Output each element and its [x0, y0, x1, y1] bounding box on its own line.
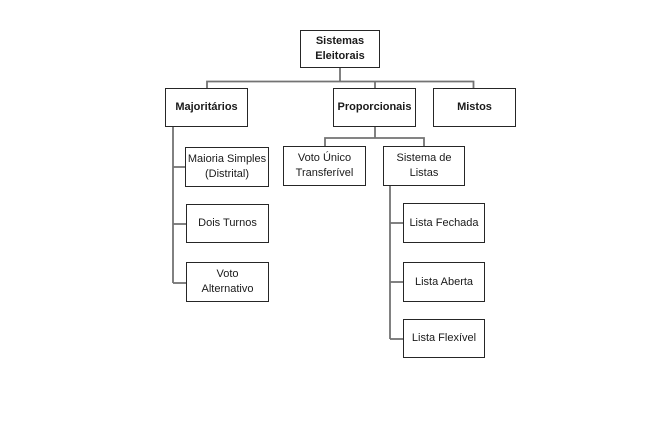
- node-voto-unico-transferivel: Voto Único Transferível: [283, 146, 366, 186]
- node-voto-alternativo: Voto Alternativo: [186, 262, 269, 302]
- connector-proporcionais-rail: [324, 137, 425, 146]
- node-dois-turnos: Dois Turnos: [186, 204, 269, 243]
- node-maioria-simples: Maioria Simples (Distrital): [185, 147, 269, 187]
- node-majoritarios: Majoritários: [165, 88, 248, 127]
- node-lista-aberta: Lista Aberta: [403, 262, 485, 302]
- connector-root-rail: [206, 80, 475, 88]
- node-lista-flexivel: Lista Flexível: [403, 319, 485, 358]
- node-proporcionais: Proporcionais: [333, 88, 416, 127]
- node-mistos: Mistos: [433, 88, 516, 127]
- node-lista-fechada: Lista Fechada: [403, 203, 485, 243]
- node-sistemas-eleitorais: Sistemas Eleitorais: [300, 30, 380, 68]
- node-sistema-de-listas: Sistema de Listas: [383, 146, 465, 186]
